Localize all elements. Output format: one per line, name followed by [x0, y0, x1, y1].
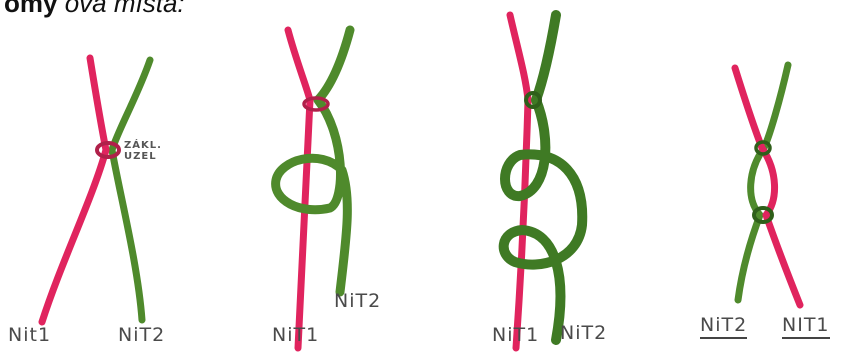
- panel-3-red-thread: [510, 15, 528, 348]
- panel-2-label-left: NiT1: [272, 324, 319, 346]
- panel-3-two-loops: [504, 15, 583, 348]
- panel-3-label-left: NiT1: [492, 324, 539, 346]
- panel-1-annotation-line-1: ZÁKL.: [124, 140, 162, 151]
- panel-2-label-right: NiT2: [334, 290, 381, 312]
- panel-2-red-thread: [288, 30, 310, 348]
- panel-1-green-thread: [112, 60, 150, 320]
- panel-1-label-left: Nit1: [8, 324, 51, 346]
- panel-1-annotation: ZÁKL. UZEL: [124, 140, 162, 162]
- panel-1-annotation-line-2: UZEL: [124, 151, 162, 162]
- panel-3-label-right: NiT2: [560, 322, 607, 344]
- panel-3-green-loops: [504, 15, 583, 340]
- panel-4-label-right: NIT1: [782, 314, 830, 339]
- panel-4-label-left: NiT2: [700, 314, 747, 339]
- panel-1-basic-knot: [42, 58, 150, 322]
- panel-2-green-loop: [276, 30, 350, 292]
- panel-4-double-knot: [735, 65, 800, 305]
- panel-1-red-thread: [42, 58, 106, 322]
- panel-1-label-right: NiT2: [118, 324, 165, 346]
